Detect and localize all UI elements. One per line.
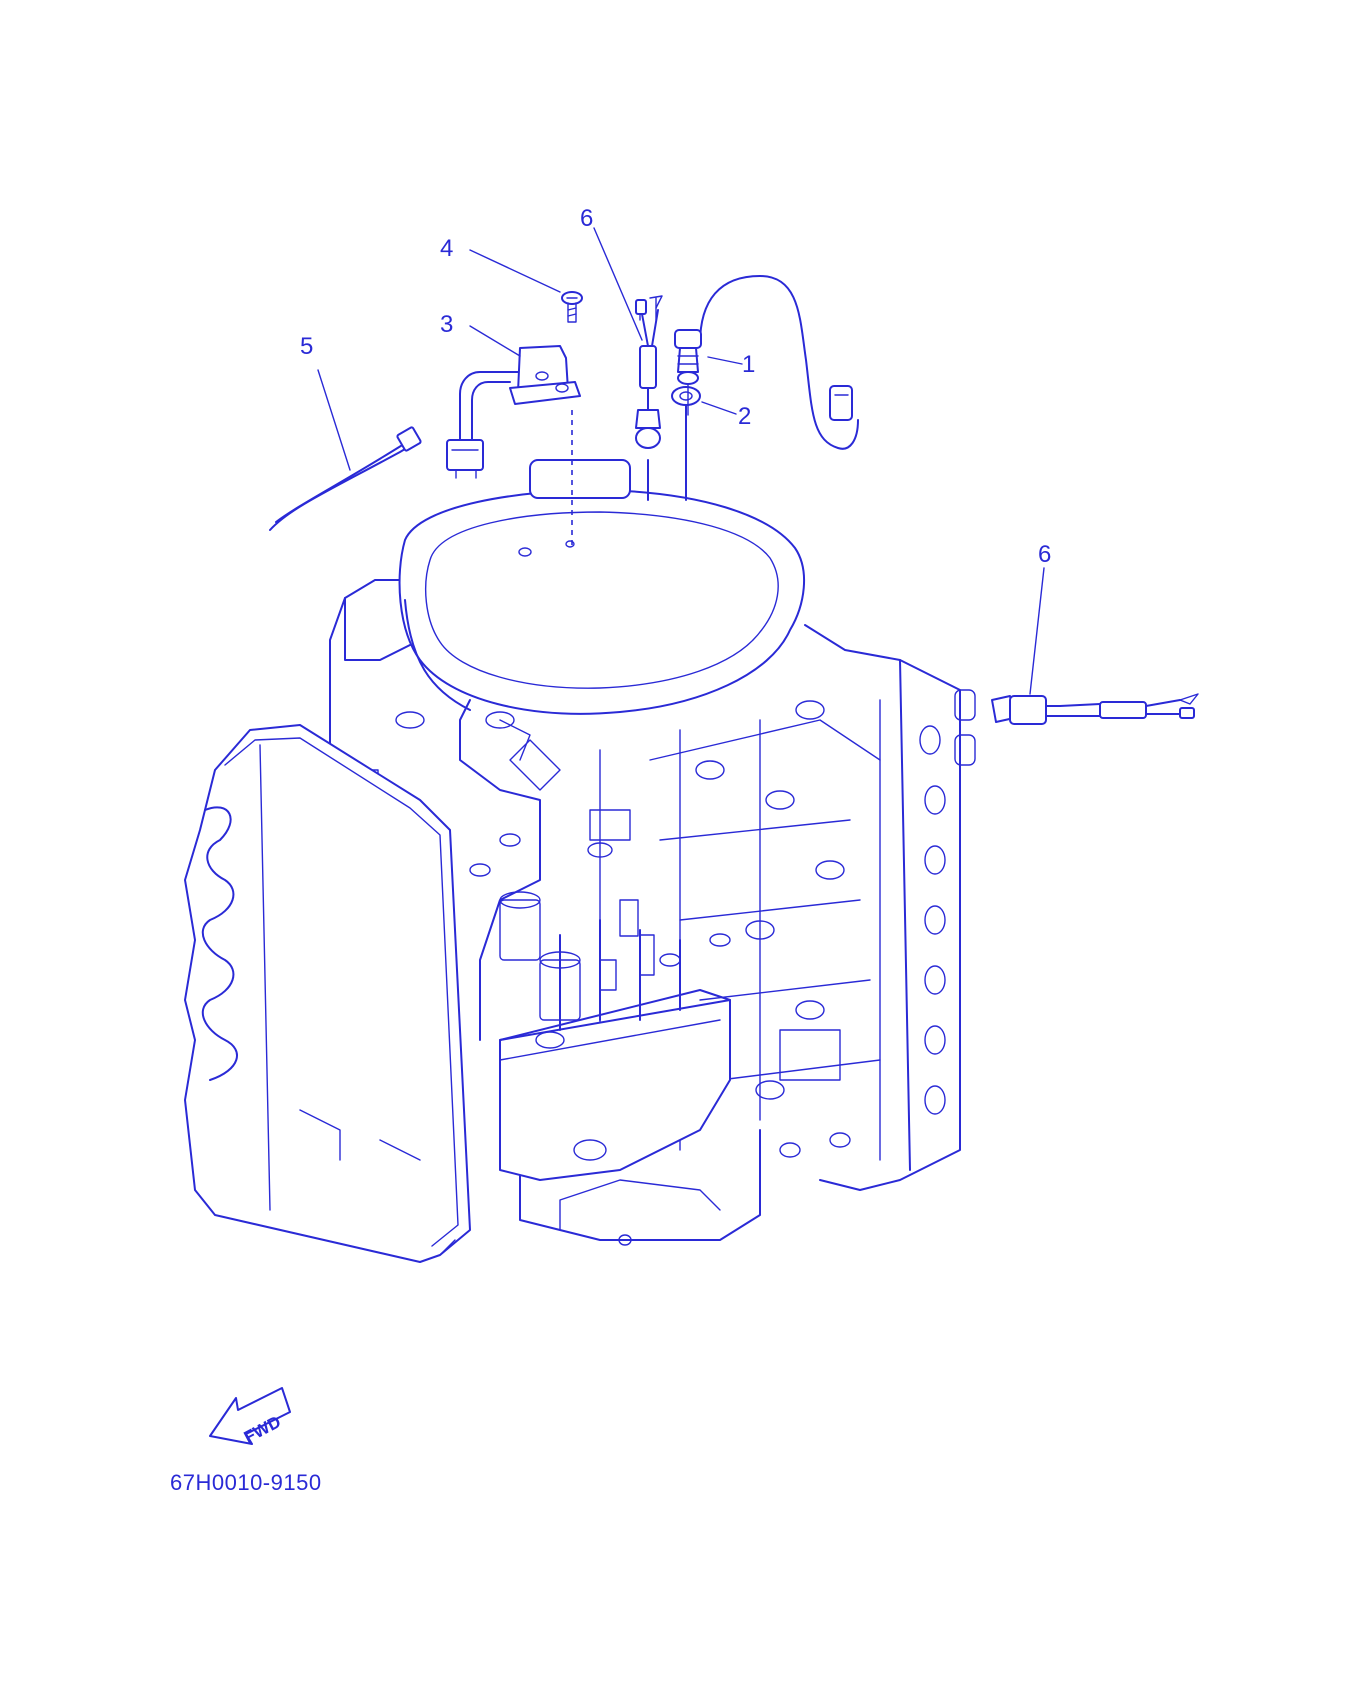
callout-labels: 1 2 3 4 5 6 6 <box>300 205 1051 568</box>
callout-5: 5 <box>300 333 313 360</box>
leader-lines <box>317 227 1045 695</box>
part-4-screw <box>561 291 583 550</box>
callout-3: 3 <box>440 311 453 338</box>
part-2-gasket-washer <box>671 386 701 501</box>
intake-silencer <box>184 724 471 1263</box>
flywheel-cover <box>398 459 806 715</box>
part-3-bracket-harness <box>446 345 581 479</box>
callout-1: 1 <box>742 351 755 378</box>
callout-6-top: 6 <box>580 205 593 232</box>
part-6-thermo-sensor-right <box>991 693 1199 725</box>
part-5-cable-tie <box>269 426 422 531</box>
part-1-oil-pressure-switch <box>674 275 859 450</box>
block-bosses <box>589 700 851 1158</box>
cylinder-head-bolts <box>919 689 976 1115</box>
callout-4: 4 <box>440 235 453 262</box>
engine-block <box>184 459 976 1263</box>
diagram-part-number: 67H0010-9150 <box>170 1470 322 1495</box>
vapor-separator <box>499 919 731 1181</box>
part-6-thermo-sensor-top <box>635 295 663 501</box>
callout-2: 2 <box>738 403 751 430</box>
fwd-arrow: FWD <box>209 1387 291 1447</box>
callout-6-right: 6 <box>1038 541 1051 568</box>
